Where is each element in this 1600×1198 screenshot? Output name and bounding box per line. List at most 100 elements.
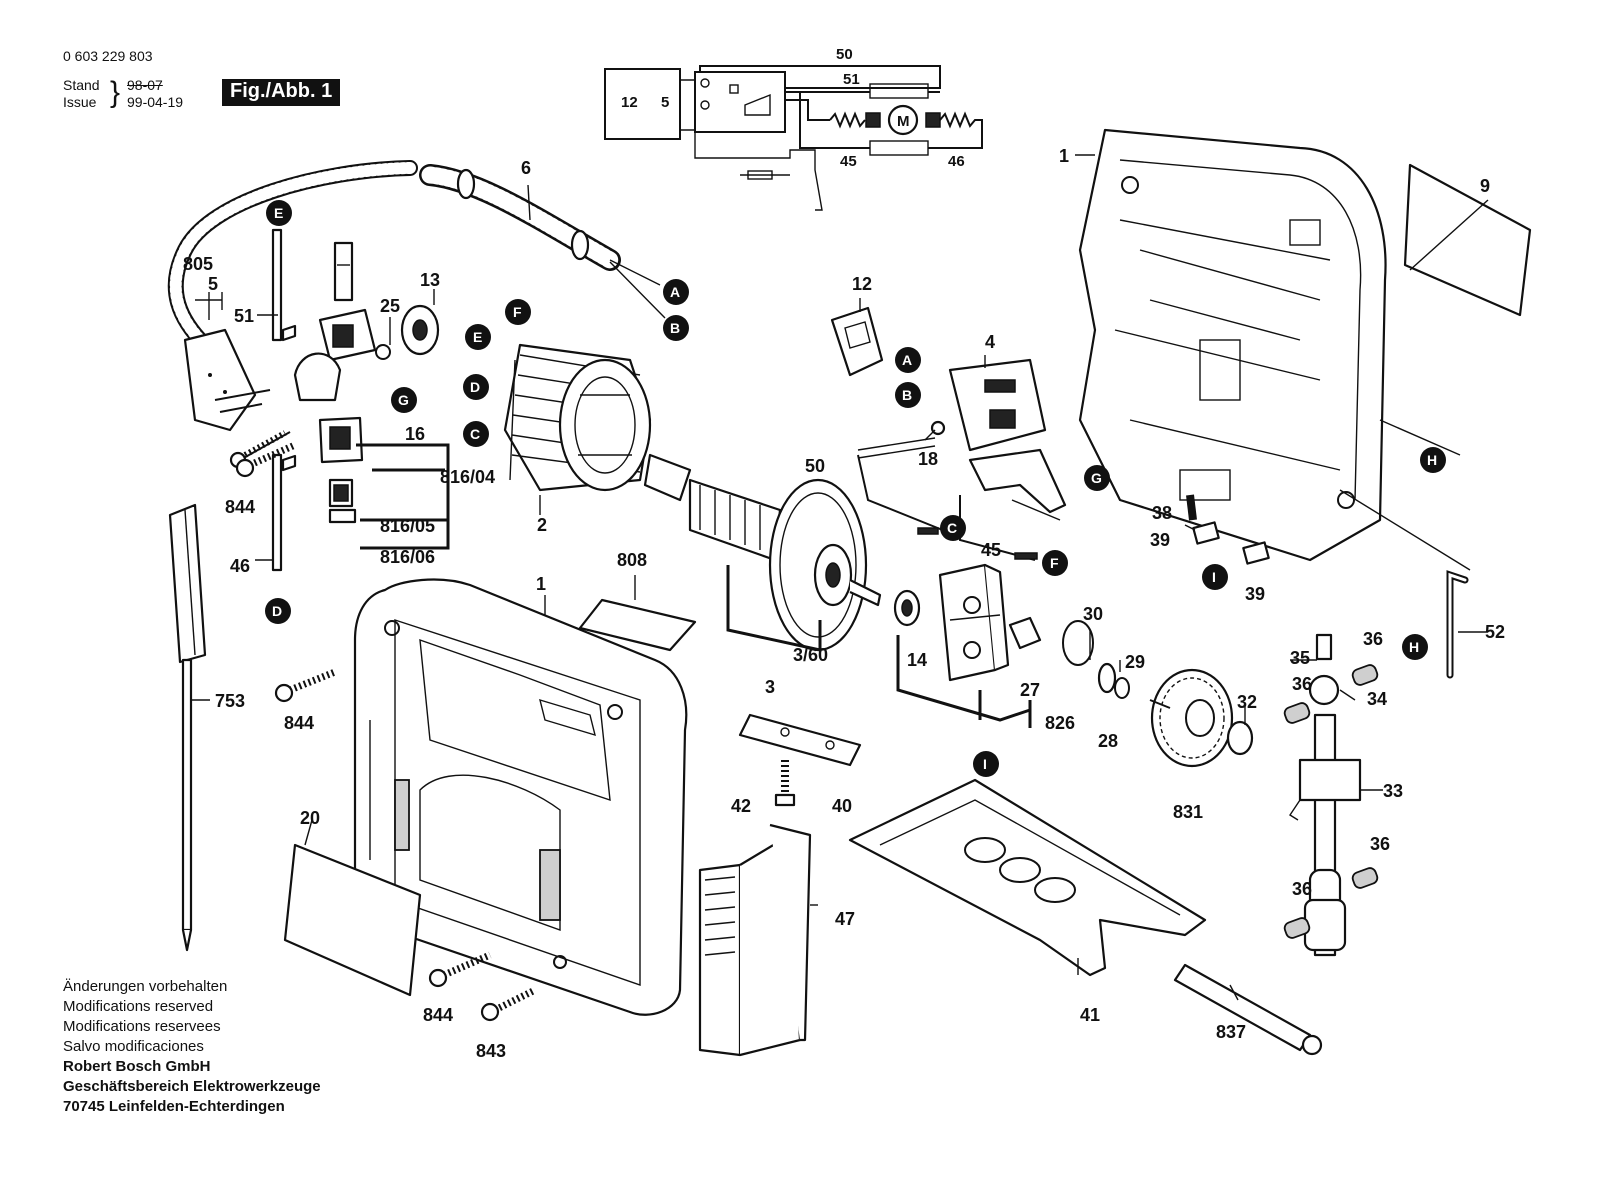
footer-line: Modifications reservees: [63, 1018, 221, 1035]
label-36-a: 36: [1363, 629, 1383, 649]
gear: [1149, 668, 1254, 768]
label-36-c: 36: [1370, 834, 1390, 854]
stand-value: 98-07: [127, 77, 163, 93]
marker-D: D: [470, 379, 480, 395]
footer: Änderungen vorbehalten Modifications res…: [63, 977, 321, 1117]
label-38: 38: [1152, 503, 1172, 523]
label-47: 47: [835, 909, 855, 929]
label-12: 12: [852, 274, 872, 294]
footer-line: Änderungen vorbehalten: [63, 978, 228, 995]
label-45: 45: [981, 540, 1001, 560]
label-816-04: 816/04: [440, 467, 495, 487]
label-52: 52: [1485, 622, 1505, 642]
letter-markers: A B E F E D G C D A B C F G H H I I: [265, 200, 1446, 777]
footer-line: Salvo modificaciones: [63, 1038, 204, 1055]
brace-icon: }: [110, 76, 121, 109]
label-33: 33: [1383, 781, 1403, 801]
label-29: 29: [1125, 652, 1145, 672]
marker-B2: B: [902, 387, 912, 403]
label-844-mid: 844: [284, 713, 314, 733]
switch-assembly: [830, 306, 1067, 561]
footer-line: Modifications reserved: [63, 998, 214, 1015]
label-42: 42: [731, 796, 751, 816]
marker-C: C: [470, 426, 480, 442]
label-808: [578, 598, 697, 652]
blade-guard: [698, 823, 812, 1057]
label-844-bottom: 844: [423, 1005, 453, 1025]
motor-symbol: M: [897, 113, 910, 130]
label-1-left: 1: [536, 574, 546, 594]
label-39-b: 39: [1245, 584, 1265, 604]
leader-lines: [191, 154, 1489, 1001]
marker-E: E: [274, 205, 283, 221]
label-4: 4: [985, 332, 995, 352]
company-division: Geschäftsbereich Elektrowerkzeuge: [63, 1078, 321, 1095]
issue-label: Issue: [63, 94, 97, 110]
marker-C2: C: [947, 520, 957, 536]
marker-H2: H: [1409, 639, 1419, 655]
company-name: Robert Bosch GmbH: [63, 1058, 211, 1075]
label-816-05: 816/05: [380, 516, 435, 536]
bearings: [893, 563, 1130, 728]
label-51-schematic: 51: [843, 71, 860, 88]
issue-value: 99-04-19: [127, 94, 184, 110]
brush-assembly: [229, 228, 450, 572]
part-number: 0 603 229 803: [63, 48, 153, 64]
label-32: 32: [1237, 692, 1257, 712]
cover-panel: [283, 843, 422, 997]
label-831: 831: [1173, 802, 1203, 822]
marker-H: H: [1427, 452, 1437, 468]
label-844-top: 844: [225, 497, 255, 517]
label-46-schematic: 46: [948, 153, 965, 170]
field-stator: [503, 343, 652, 492]
plunger-assembly: [1283, 633, 1379, 957]
label-5-schematic: 5: [661, 94, 669, 111]
armature: [643, 453, 882, 652]
label-36-b: 36: [1292, 674, 1312, 694]
label-45-schematic: 45: [840, 153, 857, 170]
housing-left: [353, 578, 688, 1016]
part-labels: 6 805 5 51 25 13 1 9 12 4 18 50 16 816/0…: [183, 146, 1505, 1061]
label-28: 28: [1098, 731, 1118, 751]
label-50: 50: [805, 456, 825, 476]
label-808: 808: [617, 550, 647, 570]
label-36-d: 36: [1292, 879, 1312, 899]
label-27: 27: [1020, 680, 1040, 700]
marker-A: A: [670, 284, 680, 300]
label-46: 46: [230, 556, 250, 576]
label-16: 16: [405, 424, 425, 444]
label-18: 18: [918, 449, 938, 469]
label-837: 837: [1216, 1022, 1246, 1042]
label-39-a: 39: [1150, 530, 1170, 550]
label-20: 20: [300, 808, 320, 828]
housing-right: [1078, 128, 1387, 562]
base-plate: [848, 778, 1207, 977]
label-40: 40: [832, 796, 852, 816]
label-35: 35: [1290, 648, 1310, 668]
power-cord: [167, 160, 666, 432]
label-816-06: 816/06: [380, 547, 435, 567]
label-30: 30: [1083, 604, 1103, 624]
marker-I2: I: [983, 756, 987, 772]
label-plate: [1403, 163, 1532, 317]
label-3: 3: [765, 677, 775, 697]
label-3-60: 3/60: [793, 645, 828, 665]
stand-label: Stand: [63, 77, 100, 93]
marker-B: B: [670, 320, 680, 336]
marker-A2: A: [902, 352, 912, 368]
company-address: 70745 Leinfelden-Echterdingen: [63, 1098, 285, 1115]
label-843: 843: [476, 1041, 506, 1061]
label-41: 41: [1080, 1005, 1100, 1025]
label-50-schematic: 50: [836, 46, 853, 63]
wiring-schematic: M 50 51 12 5 45 46: [604, 46, 983, 211]
hex-key: [1446, 570, 1469, 679]
marker-I: I: [1212, 569, 1216, 585]
label-51: 51: [234, 306, 254, 326]
marker-E2: E: [473, 329, 482, 345]
marker-F: F: [513, 304, 522, 320]
screwdriver: [168, 503, 207, 952]
screws: [235, 441, 1270, 1022]
marker-G2: G: [1091, 470, 1102, 486]
label-805: 805: [183, 254, 213, 274]
